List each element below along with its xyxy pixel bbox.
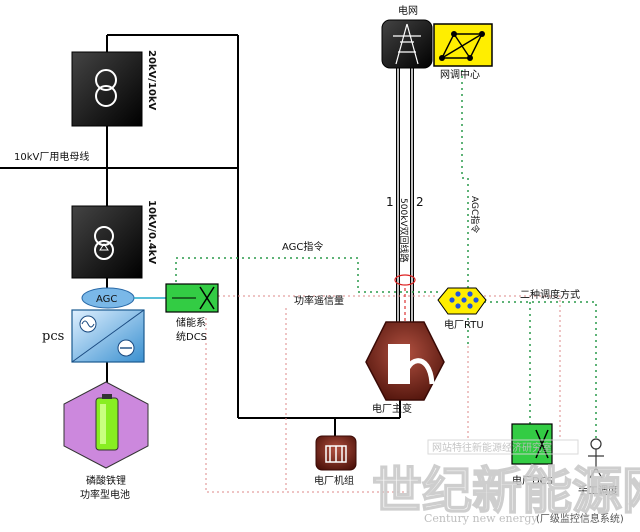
agc-command-vertical-label: AGC指令 bbox=[469, 196, 481, 233]
line-no-2-label: 2 bbox=[416, 195, 424, 209]
transformer-icon bbox=[71, 51, 143, 127]
transformer-icon bbox=[71, 205, 143, 279]
storage-dcs-label-line2: 统DCS bbox=[176, 330, 207, 343]
agc-command-label: AGC指令 bbox=[282, 240, 323, 253]
manual-dispatch-label: 手工调度 bbox=[578, 484, 618, 497]
plant-rtu-icon bbox=[437, 287, 487, 315]
dispatch-modes-label: 二种调度方式 bbox=[520, 288, 580, 301]
generator-unit-label: 电厂机组 bbox=[314, 474, 354, 487]
generator-icon bbox=[315, 435, 357, 471]
watermark-sub-cn: (厂级监控信息系统) bbox=[536, 512, 624, 525]
storage-dcs-label-line1: 储能系 bbox=[176, 316, 206, 329]
watermark-sub-en: Century new energy bbox=[424, 512, 538, 525]
pcs-label: pcs bbox=[42, 329, 64, 344]
main-transformer-label: 电厂主变 bbox=[372, 402, 412, 415]
watermark: 网站特往新能源经济研究室 世纪新能源网 Century new energy (… bbox=[371, 439, 640, 525]
dispatch-center-label: 网调中心 bbox=[440, 68, 480, 81]
signal-lines bbox=[175, 70, 597, 493]
line-no-1-label: 1 bbox=[386, 195, 394, 209]
pcs-icon bbox=[71, 309, 145, 363]
battery-label-line1: 磷酸铁锂 bbox=[86, 474, 126, 487]
grid-icon bbox=[381, 19, 433, 69]
person-icon bbox=[588, 438, 604, 479]
plant-rtu-label: 电厂RTU bbox=[444, 318, 484, 331]
line-500kv-label: 500kV双回线路 bbox=[398, 198, 410, 263]
watermark-box-text: 网站特往新能源经济研究室 bbox=[432, 441, 552, 454]
battery-icon bbox=[63, 381, 149, 469]
dispatch-center-icon bbox=[433, 23, 493, 67]
agc-label: AGC bbox=[96, 294, 117, 305]
plant-dcs-label: 电厂DCS bbox=[512, 474, 553, 487]
storage-dcs-icon bbox=[165, 283, 219, 313]
grid-label: 电网 bbox=[398, 4, 418, 17]
power-wires bbox=[0, 34, 414, 438]
current-transformer-ring bbox=[394, 274, 416, 286]
bus-10kv-label: 10kV厂用电母线 bbox=[14, 150, 89, 163]
battery-label-line2: 功率型电池 bbox=[80, 488, 130, 501]
power-remote-signal-label: 功率遥信量 bbox=[294, 294, 344, 307]
main-transformer-icon bbox=[365, 321, 445, 401]
plant-dcs-icon bbox=[511, 423, 553, 465]
watermark-main: 世纪新能源网 bbox=[372, 461, 640, 520]
transformer-10kv-label: 10kV/0.4kV bbox=[146, 200, 157, 264]
transformer-20kv-label: 20kV/10kV bbox=[146, 50, 157, 111]
